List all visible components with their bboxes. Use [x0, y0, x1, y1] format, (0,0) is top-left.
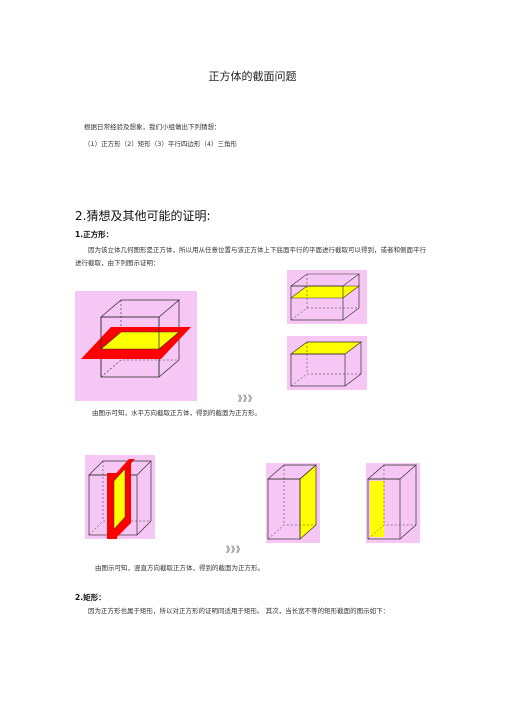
square-paragraph-line-1: 因为该立体几何图形是正方体，所以用从任意位置与该正方体上下底面平行的平面进行截取… [88, 246, 426, 254]
subsection-square-heading: 1.正方形： [75, 230, 114, 239]
figure-horizontal-cut-lower [287, 270, 367, 324]
subsection-rectangle-heading: 2.矩形： [75, 593, 106, 602]
intro-line-1: 根据日常经验及想象，我们小组做出下列猜想： [84, 123, 221, 131]
intro-line-2: （1）正方形（2）矩形（3）平行四边形（4）三角形 [84, 140, 238, 148]
caption-horizontal-cut: 由图示可知，水平方向截取正方体，得到的截面为正方形。 [92, 409, 261, 417]
figure-vertical-cut-left-half [366, 463, 420, 543]
section-2-heading: 2.猜想及其他可能的证明: [75, 209, 211, 223]
square-paragraph-line-2: 进行截取，由下列图示证明： [75, 259, 160, 267]
figure-horizontal-cut-section [287, 336, 367, 390]
arrow-indicator-1: 》》》 [238, 394, 257, 403]
figure-vertical-cut-right-half [266, 463, 320, 543]
figure-vertical-cut-plane [85, 455, 155, 539]
caption-vertical-cut: 由图示可知，竖直方向截取正方体，得到的截面为正方形。 [95, 564, 264, 572]
figure-horizontal-cut-plane [75, 291, 197, 401]
arrow-indicator-2: 》》》 [226, 545, 245, 554]
rectangle-paragraph: 因为正方形也属于矩形，所以对正方形的证明同适用于矩形。 其次，当长宽不等的矩形截… [88, 607, 390, 615]
page-title: 正方体的截面问题 [208, 70, 297, 83]
